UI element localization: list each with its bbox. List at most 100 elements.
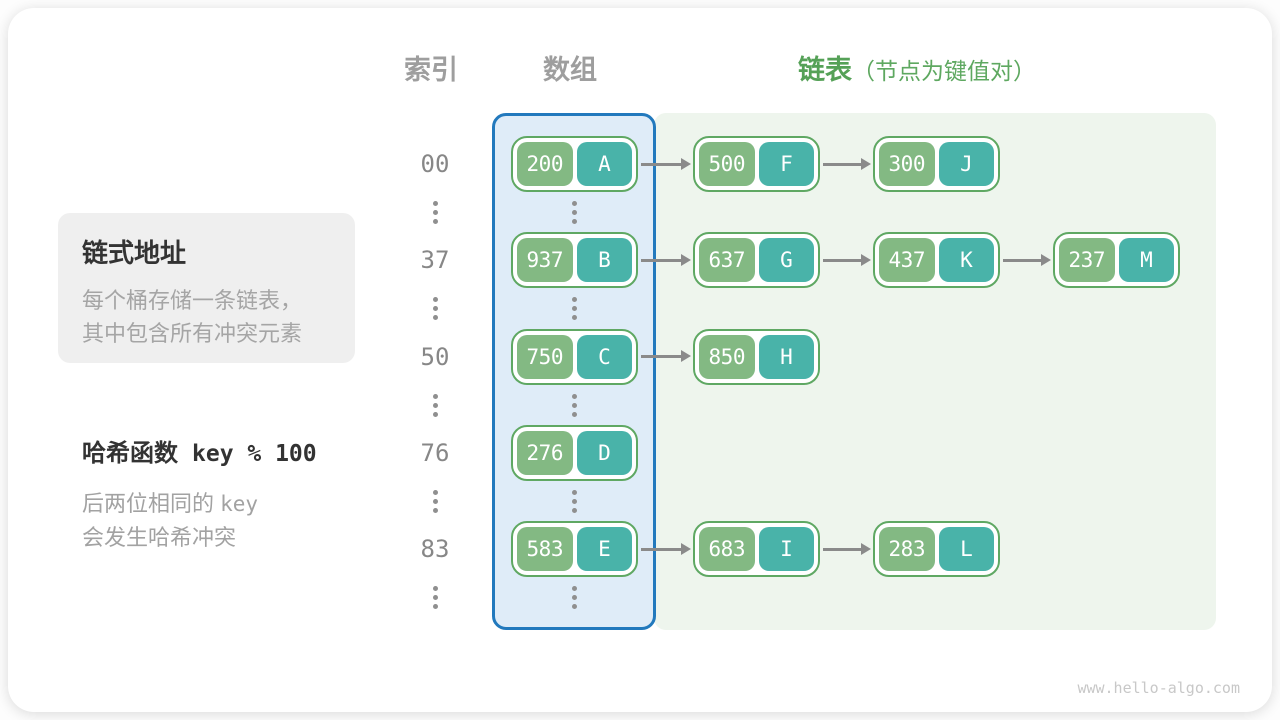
ellipsis-dot (572, 297, 577, 303)
hash-function-title-row: 哈希函数 key % 100 (82, 433, 382, 468)
node-key: 237 (1059, 238, 1115, 283)
ellipsis-dot (432, 297, 438, 303)
ellipsis-dots (432, 297, 438, 321)
node-key: 850 (699, 334, 755, 379)
next-pointer-arrow (641, 350, 691, 362)
row-index-label: 37 (420, 246, 450, 275)
row-index-label: 00 (420, 150, 450, 178)
ellipsis-dot (572, 201, 577, 207)
next-pointer-arrow (823, 542, 871, 555)
ellipsis-dots (572, 201, 577, 225)
node-key: 200 (517, 142, 573, 186)
note-box-title: 链式地址 (82, 238, 187, 268)
hash-function-formula: key % 100 (192, 441, 317, 467)
node-value: I (758, 527, 814, 571)
ellipsis-dot (572, 402, 577, 408)
ellipsis-dot (432, 595, 438, 601)
row-index-label: 83 (420, 535, 450, 563)
ellipsis-dot (432, 411, 438, 417)
next-pointer-arrow (641, 157, 691, 170)
ellipsis-dot (572, 411, 577, 417)
ellipsis-dot (432, 498, 438, 504)
row-index-label: 50 (420, 342, 450, 371)
node-value: K (938, 238, 994, 283)
hash-note-line1-text: 后两位相同的 (82, 491, 215, 516)
hash-note-line2: 会发生哈希冲突 (82, 525, 237, 550)
ellipsis-dot (572, 219, 577, 225)
node-value: L (938, 527, 994, 571)
ellipsis-dot (432, 393, 438, 399)
node-value: M (1118, 238, 1174, 283)
node-key: 500 (699, 142, 755, 186)
ellipsis-dot (572, 507, 577, 513)
column-header-list-group: 链表（节点为键值对） (798, 54, 1036, 86)
ellipsis-dots (432, 393, 438, 417)
node-key: 937 (517, 238, 573, 283)
ellipsis-dot (572, 489, 577, 495)
node-value: D (576, 430, 632, 475)
note-box-body-line1: 每个桶存储一条链表， (82, 288, 303, 313)
ellipsis-dot (432, 210, 438, 216)
node-value: H (758, 334, 814, 379)
ellipsis-dot (572, 595, 577, 601)
node-value: B (576, 238, 632, 283)
node-value: E (576, 527, 632, 571)
node-key: 276 (517, 430, 573, 475)
column-header-list-note: （节点为键值对） (852, 58, 1036, 84)
node-key: 437 (879, 238, 935, 283)
ellipsis-dot (432, 201, 438, 207)
next-pointer-arrow (641, 542, 691, 555)
watermark: www.hello-algo.com (1077, 679, 1240, 697)
node-value: C (576, 334, 632, 379)
hash-function-label: 哈希函数 (82, 440, 178, 467)
ellipsis-dot (432, 315, 438, 321)
ellipsis-dot (432, 402, 438, 408)
ellipsis-dots (572, 297, 577, 321)
hash-note-line1-key: key (220, 492, 259, 516)
node-value: A (576, 142, 632, 186)
node-value: J (938, 142, 994, 186)
ellipsis-dots (572, 489, 577, 513)
node-value: G (758, 238, 814, 283)
node-key: 300 (879, 142, 935, 186)
node-key: 750 (517, 334, 573, 379)
hash-function-note: 哈希函数 key % 100 后两位相同的 key 会发生哈希冲突 (82, 433, 382, 554)
column-header-array: 数组 (543, 55, 597, 85)
ellipsis-dot (572, 586, 577, 592)
ellipsis-dot (432, 507, 438, 513)
next-pointer-arrow (641, 253, 691, 266)
column-header-list: 链表 (798, 55, 852, 85)
node-key: 637 (699, 238, 755, 283)
ellipsis-dot (432, 586, 438, 592)
node-key: 683 (699, 527, 755, 571)
ellipsis-dot (432, 306, 438, 312)
node-value: F (758, 142, 814, 186)
ellipsis-dot (432, 219, 438, 225)
ellipsis-dots (432, 201, 438, 225)
ellipsis-dot (572, 498, 577, 504)
row-index-label: 76 (420, 438, 450, 467)
column-header-index: 索引 (404, 55, 458, 85)
ellipsis-dot (572, 210, 577, 216)
note-box-body-line2: 其中包含所有冲突元素 (82, 321, 303, 346)
ellipsis-dots (572, 393, 577, 417)
chaining-note-box: 链式地址 每个桶存储一条链表， 其中包含所有冲突元素 (58, 213, 355, 363)
ellipsis-dot (572, 306, 577, 312)
ellipsis-dots (432, 586, 438, 610)
ellipsis-dot (572, 315, 577, 321)
next-pointer-arrow (823, 253, 871, 266)
